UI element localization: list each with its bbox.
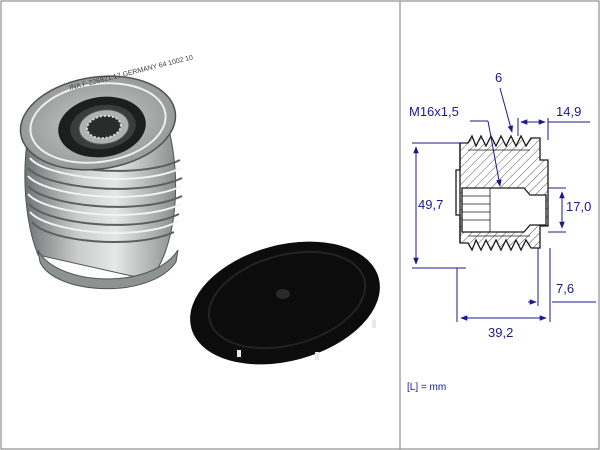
dimension-lines [412, 87, 596, 322]
dim-right-bottom: 7,6 [556, 281, 575, 296]
pulley-photo: INA F-226821.17 GERMANY 64 1002 10 [19, 54, 194, 290]
dim-overall-width: 39,2 [488, 325, 514, 340]
dim-top-width: 6 [495, 70, 503, 85]
thread-lines [468, 149, 530, 237]
dim-right-top: 14,9 [556, 104, 582, 119]
units-note: [L] = mm [407, 382, 447, 393]
section-drawing [455, 134, 549, 252]
cap-photo [190, 241, 380, 365]
spline-lines [462, 188, 491, 232]
thread-label: M16x1,5 [409, 104, 459, 119]
bore-area [461, 187, 547, 233]
dim-outer-diameter: 49,7 [418, 197, 444, 212]
hub-step [455, 143, 461, 243]
dim-bore-diameter: 17,0 [566, 199, 592, 214]
